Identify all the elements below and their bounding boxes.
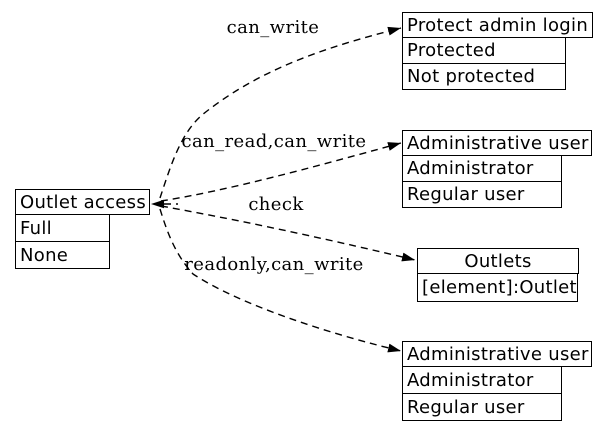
node-value: Not protected [402,63,566,90]
node-value: Protected [402,37,566,64]
node-title: Protect admin login [402,12,593,38]
node-title: Outlet access [15,189,150,215]
edge-readonly-can-write [159,208,402,353]
node-value: Regular user [402,181,562,208]
edge-label-readonly-can-write: readonly,can_write [184,254,364,275]
node-title: Administrative user [402,341,592,367]
node-value: None [15,241,110,269]
node-title: Administrative user [402,130,592,156]
node-value: [element]:Outlet [417,273,578,302]
edge-label-check: check [248,194,304,215]
node-value: Full [15,214,110,242]
edge-can-write [159,26,402,199]
edge-label-can-read-can-write: can_read,can_write [181,131,367,152]
tail-arrowhead-icon [151,199,164,209]
edge-check [160,205,416,262]
node-value: Administrator [402,366,562,394]
node-title: Outlets [417,248,579,274]
edge-label-can-write: can_write [226,17,320,38]
node-value: Regular user [402,393,562,421]
node-value: Administrator [402,155,562,182]
edge-can-read-can-write [160,142,402,202]
